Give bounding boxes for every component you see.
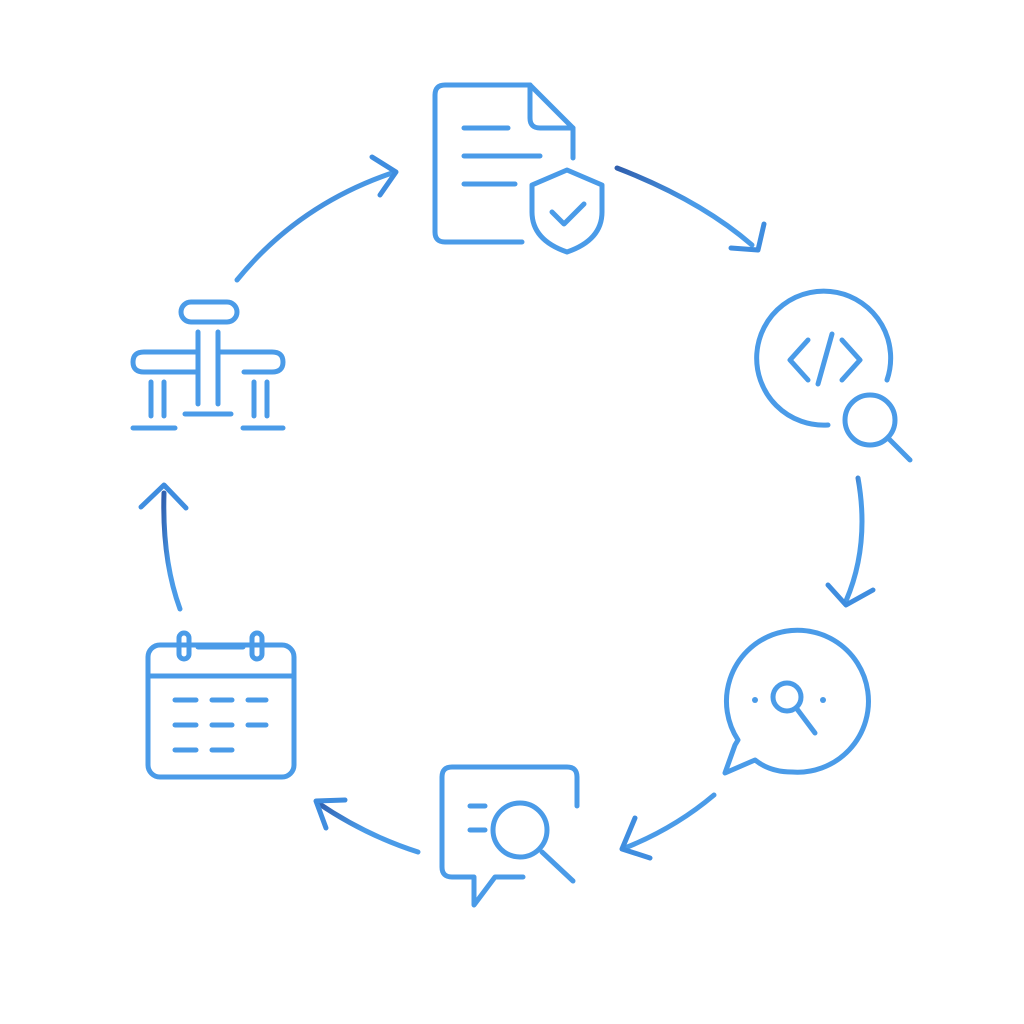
arrow-2-to-3 <box>825 475 876 608</box>
code-search-icon <box>754 288 913 463</box>
arrow-1-to-2 <box>614 165 767 253</box>
message-search-icon <box>439 764 580 908</box>
pillars-institution-icon <box>130 299 286 431</box>
arrow-4-to-5 <box>313 797 421 855</box>
dot-left <box>752 697 758 703</box>
calendar-icon <box>145 630 297 780</box>
arrow-3-to-4 <box>619 792 717 861</box>
document-shield-check-icon <box>432 82 605 255</box>
arrow-5-to-6 <box>138 482 189 612</box>
chat-search-icon <box>722 627 871 776</box>
dot-right <box>820 697 826 703</box>
arrow-6-to-1 <box>234 154 399 283</box>
